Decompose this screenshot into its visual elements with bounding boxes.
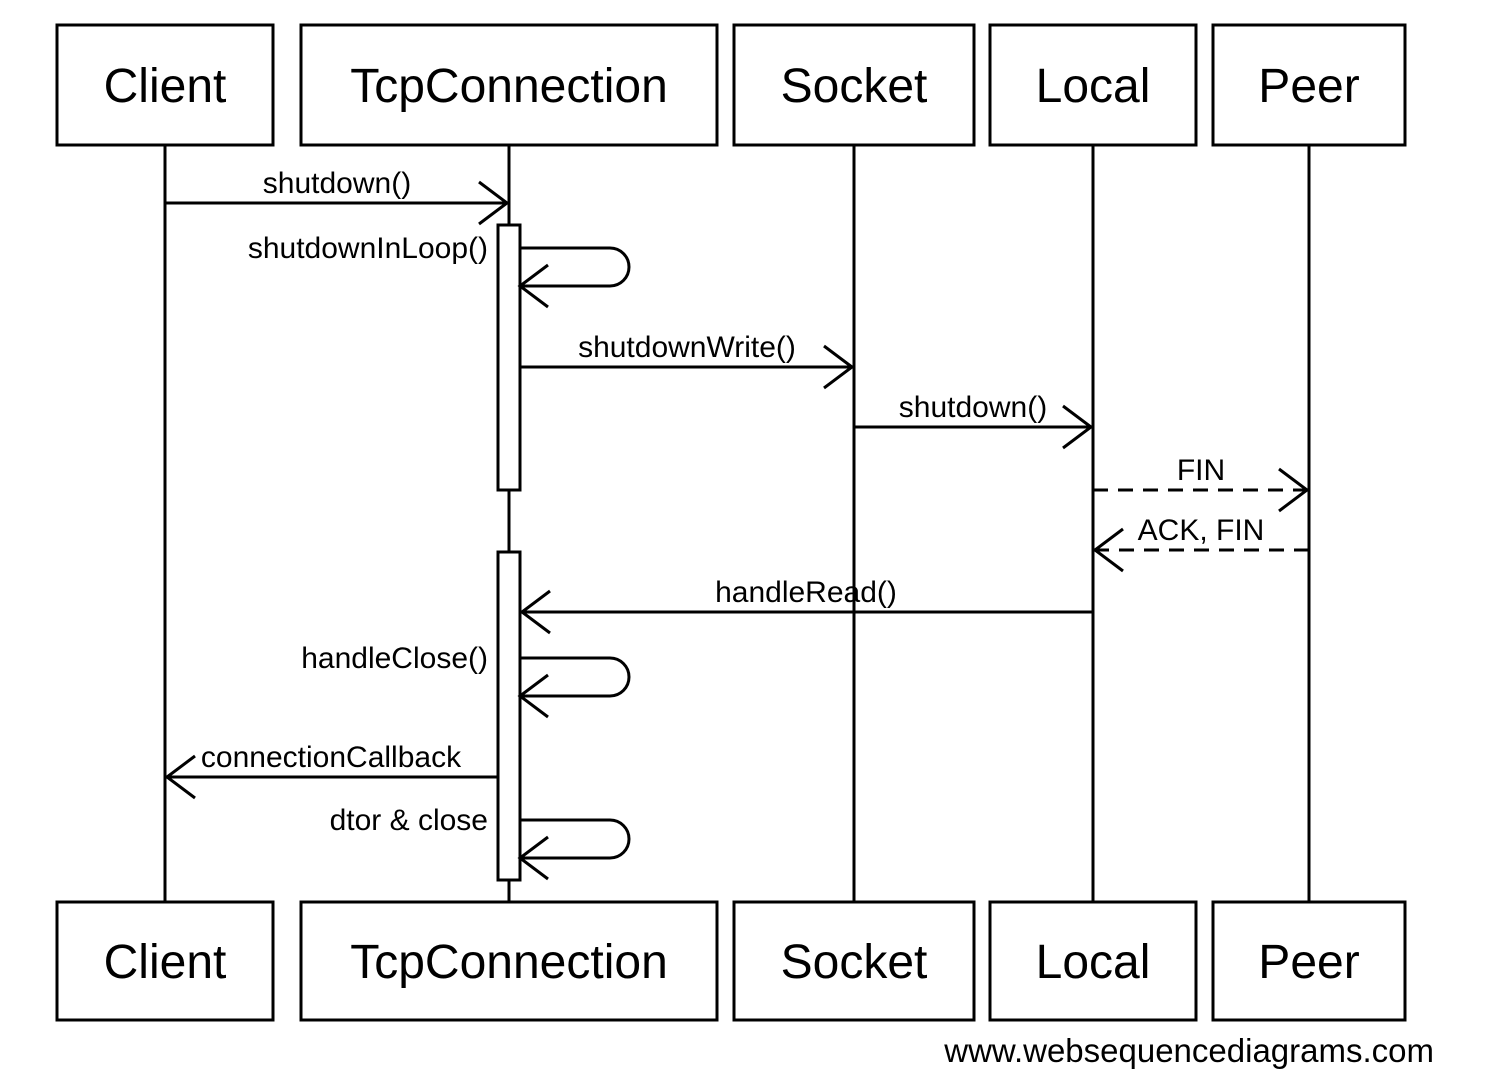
- actor-label-top-client: Client: [104, 60, 227, 113]
- message-9-connectioncallback-label: connectionCallback: [201, 741, 462, 774]
- actor-box-bottom-client: [55, 900, 275, 1022]
- activation-bar-tcpconnection-1: [496, 223, 522, 492]
- message-6-ack-fin-label: ACK, FIN: [1138, 514, 1265, 547]
- actor-box-top-client: [55, 23, 275, 147]
- message-7-handleread-label: handleRead(): [715, 576, 897, 609]
- message-6-ack-fin-arrowhead: [1092, 527, 1124, 573]
- message-3-shutdownwrite-label: shutdownWrite(): [578, 331, 796, 364]
- message-10-dtor-close-label: dtor & close: [330, 804, 488, 837]
- activation-bar-tcpconnection-2: [496, 550, 522, 882]
- actor-box-top-tcpconnection: [299, 23, 719, 147]
- actor-box-bottom-peer: [1211, 900, 1407, 1022]
- message-8-handleclose-arrowhead: [517, 673, 549, 719]
- message-10-dtor-close-arrowhead: [517, 835, 549, 881]
- actor-box-bottom-local: [988, 900, 1198, 1022]
- actor-box-bottom-socket: [732, 900, 976, 1022]
- actor-label-top-socket: Socket: [781, 60, 928, 113]
- actor-label-bottom-client: Client: [104, 936, 227, 989]
- message-3-shutdownwrite-arrowhead: [823, 344, 855, 390]
- actor-box-bottom-tcpconnection: [299, 900, 719, 1022]
- actor-label-bottom-socket: Socket: [781, 936, 928, 989]
- actor-label-top-local: Local: [1036, 60, 1151, 113]
- message-1-shutdown-arrowhead: [478, 180, 510, 226]
- actor-label-top-tcpconnection: TcpConnection: [350, 60, 668, 113]
- message-1-shutdown-label: shutdown(): [263, 167, 411, 200]
- message-2-shutdowninloop-loop: [520, 246, 631, 288]
- message-9-connectioncallback-arrowhead: [164, 754, 196, 800]
- actor-box-top-peer: [1211, 23, 1407, 147]
- actor-box-top-socket: [732, 23, 976, 147]
- message-4-shutdown-label: shutdown(): [899, 391, 1047, 424]
- actor-label-bottom-peer: Peer: [1258, 936, 1359, 989]
- message-5-fin-arrowhead: [1278, 467, 1310, 513]
- actor-label-bottom-tcpconnection: TcpConnection: [350, 936, 668, 989]
- message-8-handleclose-label: handleClose(): [301, 642, 488, 675]
- message-2-shutdowninloop-arrowhead: [517, 263, 549, 309]
- actor-label-top-peer: Peer: [1258, 60, 1359, 113]
- watermark-text: www.websequencediagrams.com: [943, 1032, 1434, 1069]
- actor-label-bottom-local: Local: [1036, 936, 1151, 989]
- message-7-handleread-arrowhead: [519, 589, 551, 635]
- message-10-dtor-close-loop: [520, 818, 631, 860]
- message-2-shutdowninloop-label: shutdownInLoop(): [248, 232, 488, 265]
- message-4-shutdown-arrowhead: [1062, 404, 1094, 450]
- message-5-fin-label: FIN: [1177, 454, 1225, 487]
- actor-box-top-local: [988, 23, 1198, 147]
- message-8-handleclose-loop: [520, 656, 631, 698]
